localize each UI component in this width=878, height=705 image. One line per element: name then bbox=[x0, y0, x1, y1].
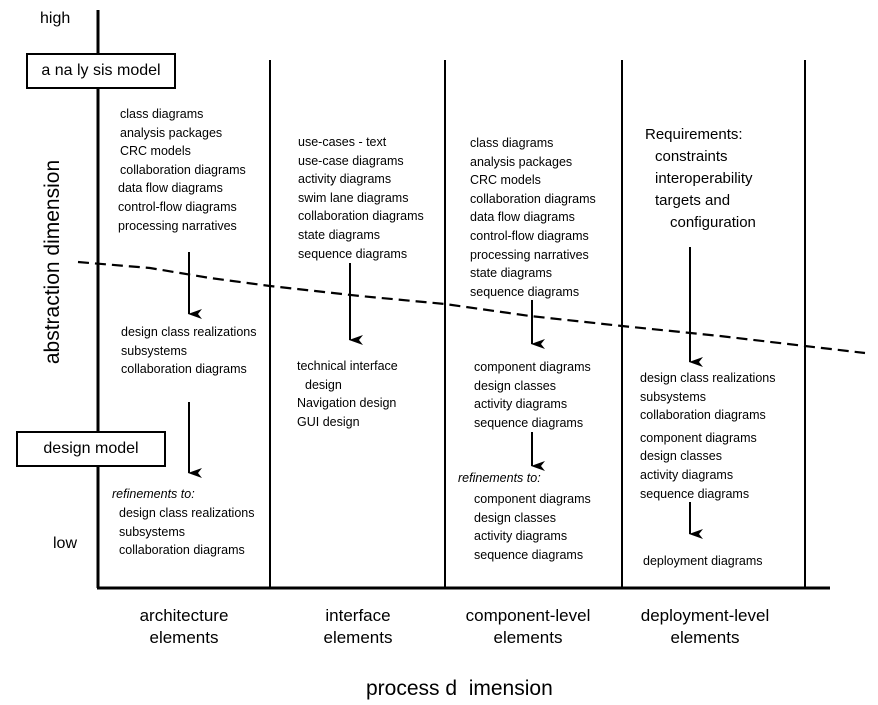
list-item: sequence diagrams bbox=[470, 284, 580, 299]
column-header-architecture: architecture elements bbox=[124, 605, 244, 649]
list-item: collaboration diagrams bbox=[470, 191, 596, 206]
list-item: configuration bbox=[670, 214, 756, 231]
list-item: design bbox=[305, 377, 342, 392]
list-item: GUI design bbox=[297, 414, 360, 429]
list-item: component diagrams bbox=[474, 492, 591, 506]
axis-high-label: high bbox=[40, 10, 71, 27]
column-header-line: elements bbox=[670, 628, 740, 647]
column-header-line: architecture bbox=[139, 606, 229, 625]
list-item: data flow diagrams bbox=[118, 181, 223, 196]
interface-design-list: technical interface design Navigation de… bbox=[297, 357, 398, 431]
horizontal-axis-title: process d imension bbox=[366, 677, 553, 700]
column-header-line: elements bbox=[493, 628, 563, 647]
list-item: sequence diagrams bbox=[474, 547, 584, 562]
list-item: sequence diagrams bbox=[474, 415, 584, 430]
analysis-model-box: a na ly sis model bbox=[26, 53, 176, 89]
architecture-analysis-list: class diagrams analysis packages CRC mod… bbox=[118, 105, 246, 235]
list-item: activity diagrams bbox=[640, 467, 734, 482]
list-item: analysis packages bbox=[470, 154, 573, 169]
deployment-requirements: Requirements: constraints interoperabili… bbox=[645, 124, 756, 234]
architecture-refinements-list: design class realizations subsystems col… bbox=[119, 504, 255, 560]
list-item: state diagrams bbox=[470, 266, 552, 281]
column-header-line: interface bbox=[325, 606, 391, 625]
list-item: subsystems bbox=[119, 524, 185, 539]
axis-low-label: low bbox=[53, 535, 78, 552]
column-header-line: deployment-level bbox=[640, 606, 770, 625]
component-refinements-list: component diagrams design classes activi… bbox=[474, 490, 591, 564]
list-item: collaboration diagrams bbox=[298, 209, 424, 224]
list-item: collaboration diagrams bbox=[640, 408, 766, 423]
architecture-design-list: design class realizations subsystems col… bbox=[121, 323, 257, 379]
column-header-line: component-level bbox=[465, 606, 591, 625]
component-analysis-list: class diagrams analysis packages CRC mod… bbox=[470, 134, 596, 301]
list-item: swim lane diagrams bbox=[298, 190, 409, 205]
list-item: design class realizations bbox=[119, 506, 255, 520]
deployment-final-item: deployment diagrams bbox=[643, 554, 763, 568]
list-item: state diagrams bbox=[298, 227, 380, 242]
requirements-title: Requirements: bbox=[645, 126, 743, 143]
list-item: CRC models bbox=[470, 173, 541, 188]
component-design-list: component diagrams design classes activi… bbox=[474, 358, 591, 432]
list-item: data flow diagrams bbox=[470, 210, 575, 225]
list-item: targets and bbox=[655, 192, 731, 209]
list-item: collaboration diagrams bbox=[119, 543, 245, 558]
list-item: analysis packages bbox=[120, 125, 223, 140]
column-header-deployment: deployment-level elements bbox=[620, 605, 790, 649]
list-item: component diagrams bbox=[640, 430, 757, 445]
column-header-component: component-level elements bbox=[446, 605, 610, 649]
list-item: subsystems bbox=[121, 343, 187, 358]
architecture-refinements-label: refinements to: bbox=[112, 487, 195, 501]
list-item: CRC models bbox=[120, 144, 191, 159]
vertical-axis-title: abstraction dimension bbox=[41, 159, 64, 365]
column-header-interface: interface elements bbox=[300, 605, 416, 649]
list-item: Navigation design bbox=[297, 396, 397, 411]
list-item: constraints bbox=[655, 148, 728, 165]
list-item: design class realizations bbox=[640, 371, 776, 385]
design-model-label: design model bbox=[43, 440, 139, 457]
list-item: collaboration diagrams bbox=[121, 362, 247, 377]
list-item: activity diagrams bbox=[298, 172, 392, 187]
list-item: component diagrams bbox=[474, 360, 591, 374]
list-item: sequence diagrams bbox=[640, 486, 750, 501]
component-refinements-label: refinements to: bbox=[458, 471, 541, 485]
list-item: sequence diagrams bbox=[298, 246, 408, 261]
list-item: interoperability bbox=[655, 170, 753, 187]
deployment-design-list: design class realizations subsystems col… bbox=[640, 369, 776, 503]
list-item: design classes bbox=[474, 378, 556, 393]
list-item: use-cases - text bbox=[298, 135, 387, 149]
list-item: design class realizations bbox=[121, 325, 257, 339]
list-item: class diagrams bbox=[120, 107, 204, 121]
list-item: activity diagrams bbox=[474, 529, 568, 544]
list-item: collaboration diagrams bbox=[120, 162, 246, 177]
list-item: subsystems bbox=[640, 389, 706, 404]
list-item: activity diagrams bbox=[474, 397, 568, 412]
list-item: control-flow diagrams bbox=[118, 199, 237, 214]
column-header-line: elements bbox=[149, 628, 219, 647]
design-model-box: design model bbox=[16, 431, 166, 467]
list-item: class diagrams bbox=[470, 136, 554, 150]
list-item: processing narratives bbox=[118, 218, 237, 233]
column-header-line: elements bbox=[323, 628, 393, 647]
list-item: technical interface bbox=[297, 359, 398, 373]
list-item: use-case diagrams bbox=[298, 153, 404, 168]
list-item: control-flow diagrams bbox=[470, 228, 589, 243]
list-item: processing narratives bbox=[470, 247, 589, 262]
list-item: design classes bbox=[640, 449, 722, 464]
list-item: design classes bbox=[474, 510, 556, 525]
interface-analysis-list: use-cases - text use-case diagrams activ… bbox=[298, 133, 424, 263]
analysis-model-label: a na ly sis model bbox=[41, 62, 161, 79]
